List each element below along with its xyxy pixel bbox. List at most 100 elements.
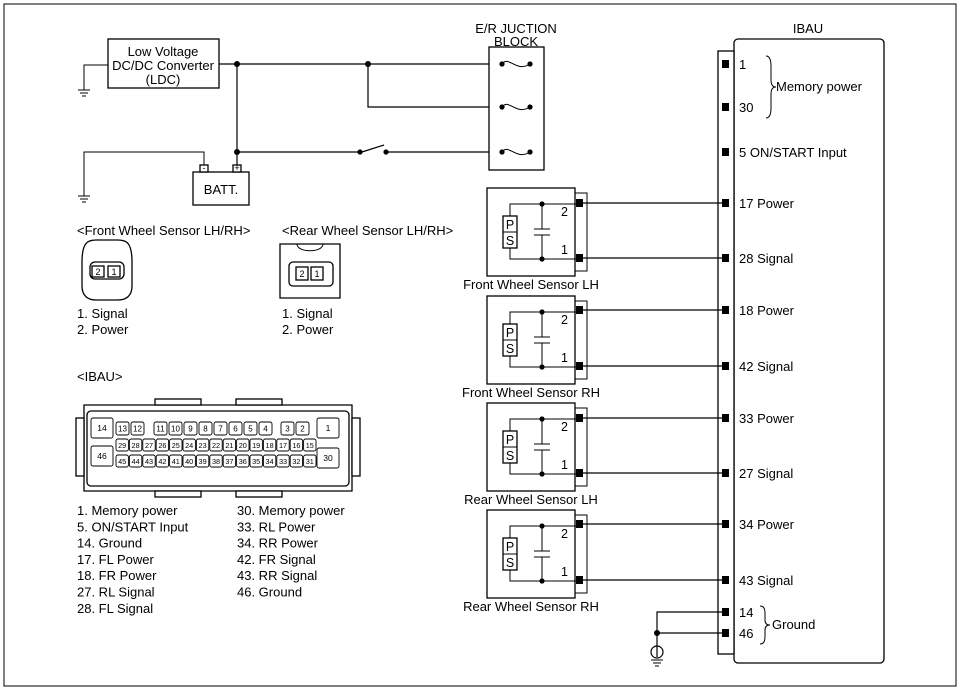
sensor-pin-2-label: 2 — [561, 313, 568, 327]
ibau-pin-31-label: 31 — [306, 457, 314, 466]
battery: - + BATT. — [192, 163, 250, 206]
ibau-pin-30 — [316, 447, 340, 469]
battery-minus-label: - — [203, 163, 206, 173]
rear-sensor-connector: <Rear Wheel Sensor LH/RH> 2 1 1. Signal … — [279, 223, 453, 337]
ibau-pin-33-label: 33 — [279, 457, 287, 466]
ibau-pin-10-label: 10 — [171, 425, 180, 434]
front-connector-pin-1: 1 — [111, 267, 116, 277]
ibau-pin-terminal — [722, 60, 729, 68]
ibau-title: IBAU — [793, 21, 823, 36]
ibau-pin-1-label: 1 — [326, 423, 331, 433]
front-connector-legend-1: 1. Signal — [77, 306, 128, 321]
rear-connector-title: <Rear Wheel Sensor LH/RH> — [282, 223, 453, 238]
battery-label: BATT. — [204, 182, 238, 197]
ibau-pin-14 — [90, 417, 114, 439]
ibau-legend-left-3: 17. FL Power — [77, 552, 155, 567]
ibau-pin-36 — [236, 454, 250, 468]
ibau-pin-38 — [209, 454, 223, 468]
ibau-pin-42 — [155, 454, 170, 468]
ibau-legend-left-6: 28. FL Signal — [77, 601, 153, 616]
ibau-pin-14-label: 14 — [739, 605, 753, 620]
ibau-pin-1-label: 1 — [739, 57, 746, 72]
ibau-pin-5 — [243, 421, 258, 436]
ibau-pin-42-label: 42 Signal — [739, 359, 793, 374]
ibau-pin-24 — [182, 438, 196, 452]
sensor-pin-1-label: 1 — [561, 458, 568, 472]
ibau-pin-28-label: 28 — [132, 441, 140, 450]
ibau-pin-17-label: 17 — [279, 441, 287, 450]
fuse-icon-2 — [499, 103, 533, 111]
ibau-pin-44-label: 44 — [132, 457, 140, 466]
battery-plus-label: + — [234, 163, 239, 173]
sensor-name: Front Wheel Sensor LH — [463, 277, 599, 292]
ibau-pin-32 — [289, 454, 304, 468]
ibau-pin-33 — [276, 454, 290, 468]
ibau-module: IBAU Memory power Ground — [717, 21, 885, 664]
ibau-pin-13 — [115, 421, 130, 436]
ibau-pin-45-label: 45 — [118, 457, 126, 466]
ibau-pin-2 — [295, 421, 310, 436]
sensor-pin-2-label: 2 — [561, 527, 568, 541]
rear-connector-pin-1: 1 — [314, 269, 319, 279]
ibau-pin-42-label: 42 — [158, 457, 166, 466]
ibau-pin-7-label: 7 — [218, 425, 223, 434]
ibau-pin-30-label: 30 — [739, 100, 753, 115]
sensor-pin-2-label: 2 — [561, 420, 568, 434]
ibau-pin-34 — [262, 454, 277, 468]
ibau-pin-33-label: 33 Power — [739, 411, 795, 426]
ibau-pin-27 — [142, 438, 156, 452]
ibau-pin-7 — [213, 421, 228, 436]
ibau-pin-4 — [258, 421, 273, 436]
ldc-label-line1: Low Voltage — [128, 44, 199, 59]
ibau-legend-right-2: 34. RR Power — [237, 536, 319, 551]
ibau-pin-1 — [316, 417, 340, 439]
ibau-pin-46-label: 46 — [739, 626, 753, 641]
ibau-pin-39 — [195, 454, 210, 468]
fuse-icon-3 — [499, 148, 533, 156]
junction-block: E/R JUCTION BLOCK — [475, 21, 557, 171]
ibau-pin-terminal — [722, 148, 729, 156]
ibau-pin-39-label: 39 — [199, 457, 207, 466]
ibau-pin-21 — [222, 438, 237, 452]
ibau-pin-25-label: 25 — [172, 441, 180, 450]
ibau-pin-28-label: 28 Signal — [739, 251, 793, 266]
sensor-pin-1-terminal — [576, 576, 583, 584]
ibau-legend-right-1: 33. RL Power — [237, 519, 316, 534]
ibau-pin-terminal — [722, 103, 729, 111]
ibau-pin-6 — [228, 421, 243, 436]
ibau-pin-9-label: 9 — [188, 425, 193, 434]
ibau-pin-11 — [153, 421, 168, 436]
ibau-pin-29-label: 29 — [118, 441, 126, 450]
ibau-pin-16 — [289, 438, 304, 452]
power-wires — [219, 61, 500, 165]
ibau-ground-icon — [650, 611, 726, 667]
ibau-pin-21-label: 21 — [225, 441, 233, 450]
sensor-pin-1-label: 1 — [561, 351, 568, 365]
ibau-pin-8 — [198, 421, 213, 436]
ps-label-s: S — [506, 342, 514, 356]
ibau-pin-23 — [195, 438, 210, 452]
ibau-pin-34-label: 34 Power — [739, 517, 795, 532]
ibau-pin-27-label: 27 Signal — [739, 466, 793, 481]
ibau-legend-left-2: 14. Ground — [77, 536, 142, 551]
ibau-pin-46-label: 46 — [97, 451, 107, 461]
ibau-pin-20-label: 20 — [239, 441, 247, 450]
ibau-pin-12 — [130, 421, 145, 436]
ibau-pin-40 — [182, 454, 196, 468]
ibau-pin-18-label: 18 Power — [739, 303, 795, 318]
ibau-pin-26 — [155, 438, 170, 452]
ibau-pin-19 — [249, 438, 263, 452]
sensor-pin-2-terminal — [576, 306, 583, 314]
ibau-pin-9 — [183, 421, 198, 436]
battery-ground-icon — [78, 151, 205, 203]
sensor-pin-1-terminal — [576, 469, 583, 477]
front-sensor-connector: <Front Wheel Sensor LH/RH> 2 1 1. Signal… — [77, 223, 250, 337]
